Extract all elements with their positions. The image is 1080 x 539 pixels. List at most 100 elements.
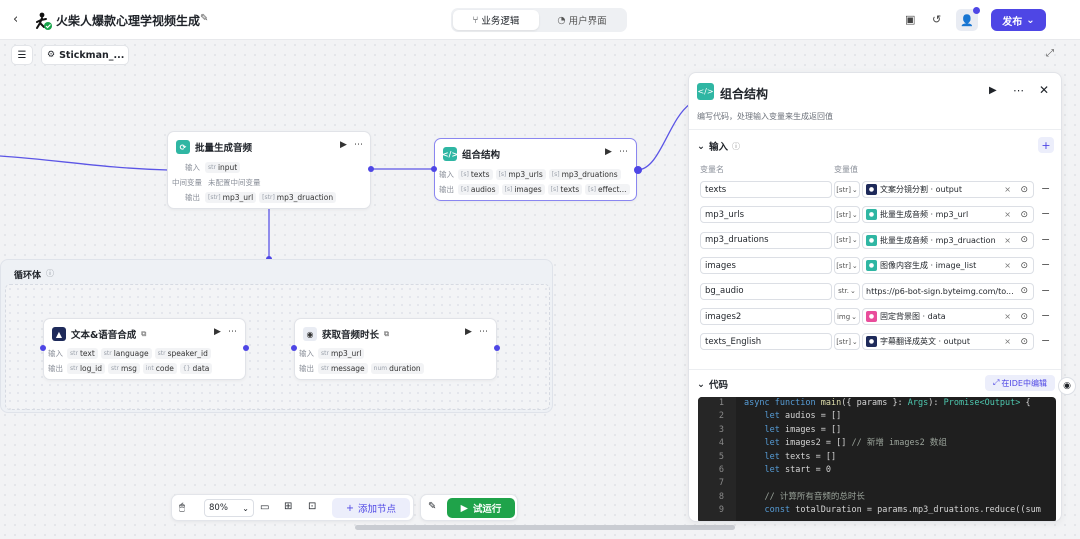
clear-icon[interactable]: × bbox=[1004, 337, 1011, 347]
variable-type-select[interactable]: [str] ⌄ bbox=[834, 206, 860, 224]
code-line: const totalDuration = params.mp3_druatio… bbox=[764, 505, 1041, 516]
more-icon[interactable]: ⋯ bbox=[354, 140, 363, 150]
back-arrow-icon[interactable]: ‹ bbox=[13, 12, 19, 27]
edit-title-icon[interactable]: ✎ bbox=[200, 13, 209, 24]
variable-type-select[interactable]: [str] ⌄ bbox=[834, 333, 860, 351]
variable-name-input[interactable]: images bbox=[700, 257, 832, 275]
clear-icon[interactable]: × bbox=[1004, 261, 1011, 271]
target-icon[interactable]: ⊙ bbox=[1020, 286, 1028, 297]
target-icon[interactable]: ⊙ bbox=[1020, 311, 1028, 322]
input-section-header[interactable]: ⌄ 输入 ⓘ bbox=[697, 139, 740, 154]
variable-name-input[interactable]: mp3_urls bbox=[700, 206, 832, 224]
variable-reference-field[interactable]: ● 字幕翻译成英文 · output × ⊙ bbox=[862, 333, 1034, 351]
variable-reference-field[interactable]: ● 图像内容生成 · image_list × ⊙ bbox=[862, 257, 1034, 275]
variable-type-select[interactable]: str. ⌄ bbox=[834, 282, 860, 300]
variable-name-input[interactable]: images2 bbox=[700, 308, 832, 325]
variable-type-select[interactable]: [str] ⌄ bbox=[834, 181, 860, 198]
collaborators-button[interactable]: 👤 bbox=[956, 7, 980, 31]
variable-type-select[interactable]: [str] ⌄ bbox=[834, 257, 860, 275]
node-header: ◉ 获取音频时长 ⧉ bbox=[303, 327, 389, 341]
remove-variable-icon[interactable]: − bbox=[1041, 207, 1051, 221]
expand-icon[interactable]: ⤢ bbox=[1046, 48, 1054, 59]
run-node-icon[interactable]: ▶ bbox=[465, 327, 472, 337]
clear-icon[interactable]: × bbox=[1004, 185, 1011, 194]
clear-icon[interactable]: × bbox=[1004, 210, 1011, 220]
workflow-chip[interactable]: ⚙ Stickman_... bbox=[41, 45, 129, 65]
remove-variable-icon[interactable]: − bbox=[1041, 309, 1051, 322]
input-port[interactable] bbox=[40, 345, 46, 351]
preview-icon[interactable]: ▣ bbox=[905, 13, 916, 26]
node-title: 文本&语音合成 bbox=[71, 330, 137, 341]
close-icon[interactable]: ✕ bbox=[1039, 83, 1050, 97]
debug-icon[interactable]: ✎ bbox=[428, 501, 437, 512]
variable-type-select[interactable]: img ⌄ bbox=[834, 308, 860, 325]
more-icon[interactable]: ⋯ bbox=[1013, 84, 1024, 97]
variable-type-select[interactable]: [str] ⌄ bbox=[834, 231, 860, 249]
test-run-button[interactable]: ▶ 试运行 bbox=[447, 498, 515, 518]
more-icon[interactable]: ⋯ bbox=[479, 327, 488, 337]
more-icon[interactable]: ⋯ bbox=[228, 327, 237, 337]
variable-name-input[interactable]: texts_English bbox=[700, 333, 832, 351]
variable-reference-field[interactable]: ● 批量生成音频 · mp3_druaction × ⊙ bbox=[862, 231, 1034, 249]
input-port[interactable] bbox=[431, 166, 437, 172]
target-icon[interactable]: ⊙ bbox=[1020, 336, 1028, 347]
variable-reference-field[interactable]: ● 文案分镜分割 · output × ⊙ bbox=[862, 181, 1034, 198]
remove-variable-icon[interactable]: − bbox=[1041, 258, 1051, 272]
input-port[interactable] bbox=[291, 345, 297, 351]
source-node-icon: ● bbox=[866, 209, 877, 221]
variable-name-input[interactable]: texts bbox=[700, 181, 832, 198]
mouse-icon[interactable]: 🖱 bbox=[179, 502, 185, 513]
app-title: 火柴人爆款心理学视频生成 bbox=[56, 14, 201, 28]
line-number: 2 bbox=[718, 411, 724, 422]
assistant-float-button[interactable]: ◉ bbox=[1058, 377, 1076, 395]
grid-icon[interactable]: ⊞ bbox=[284, 501, 293, 512]
sidebar-toggle-button[interactable]: ☰ bbox=[11, 45, 33, 65]
tab-business-logic[interactable]: ⑂ 业务逻辑 bbox=[453, 10, 539, 30]
remove-variable-icon[interactable]: − bbox=[1041, 232, 1051, 246]
clear-icon[interactable]: × bbox=[1004, 235, 1011, 245]
code-section-header[interactable]: ⌄ 代码 bbox=[697, 377, 728, 392]
variable-name-input[interactable]: mp3_druations bbox=[700, 231, 832, 249]
node-combine-structure[interactable]: </> 组合结构 ▶ ⋯ 输入 [s]texts [s]mp3_urls [s]… bbox=[434, 138, 637, 201]
variable-reference-field[interactable]: https://p6-bot-sign.byteimg.com/to... ⊙ bbox=[862, 282, 1034, 300]
add-node-button[interactable]: + 添加节点 bbox=[332, 498, 410, 518]
var-tag: [s]images bbox=[501, 184, 545, 195]
output-port[interactable] bbox=[243, 345, 249, 351]
remove-variable-icon[interactable]: − bbox=[1041, 283, 1051, 297]
add-variable-button[interactable]: + bbox=[1038, 137, 1054, 153]
run-node-icon[interactable]: ▶ bbox=[605, 147, 612, 157]
edit-in-ide-button[interactable]: ⤢ 在IDE中编辑 bbox=[985, 375, 1055, 391]
var-tag: [str]mp3_url bbox=[205, 192, 257, 203]
remove-variable-icon[interactable]: − bbox=[1041, 182, 1051, 195]
minimap-icon[interactable]: ⊡ bbox=[308, 501, 317, 512]
variable-name-input[interactable]: bg_audio bbox=[700, 282, 832, 300]
output-port[interactable] bbox=[368, 166, 374, 172]
zoom-select[interactable]: 80% ⌄ bbox=[204, 499, 254, 517]
comment-icon[interactable]: ▭ bbox=[260, 502, 270, 513]
target-icon[interactable]: ⊙ bbox=[1020, 209, 1028, 220]
code-icon: </> bbox=[442, 147, 458, 161]
run-node-icon[interactable]: ▶ bbox=[989, 85, 997, 96]
variable-reference-field[interactable]: ● 固定背景图 · data × ⊙ bbox=[862, 308, 1034, 325]
remove-variable-icon[interactable]: − bbox=[1041, 334, 1051, 348]
horizontal-scrollbar[interactable] bbox=[355, 525, 735, 530]
run-node-icon[interactable]: ▶ bbox=[214, 327, 221, 337]
run-node-icon[interactable]: ▶ bbox=[340, 140, 347, 150]
tab-user-interface[interactable]: ◔ 用户界面 bbox=[539, 10, 625, 30]
publish-button[interactable]: 发布 ⌄ bbox=[991, 9, 1046, 31]
more-icon[interactable]: ⋯ bbox=[619, 147, 628, 157]
variable-reference-field[interactable]: ● 批量生成音频 · mp3_url × ⊙ bbox=[862, 206, 1034, 224]
target-icon[interactable]: ⊙ bbox=[1020, 184, 1028, 195]
history-icon[interactable]: ↺ bbox=[932, 13, 942, 26]
output-port[interactable] bbox=[494, 345, 500, 351]
target-icon[interactable]: ⊙ bbox=[1020, 260, 1028, 271]
output-port[interactable] bbox=[634, 166, 642, 174]
target-icon[interactable]: ⊙ bbox=[1020, 235, 1028, 246]
clear-icon[interactable]: × bbox=[1004, 312, 1011, 321]
